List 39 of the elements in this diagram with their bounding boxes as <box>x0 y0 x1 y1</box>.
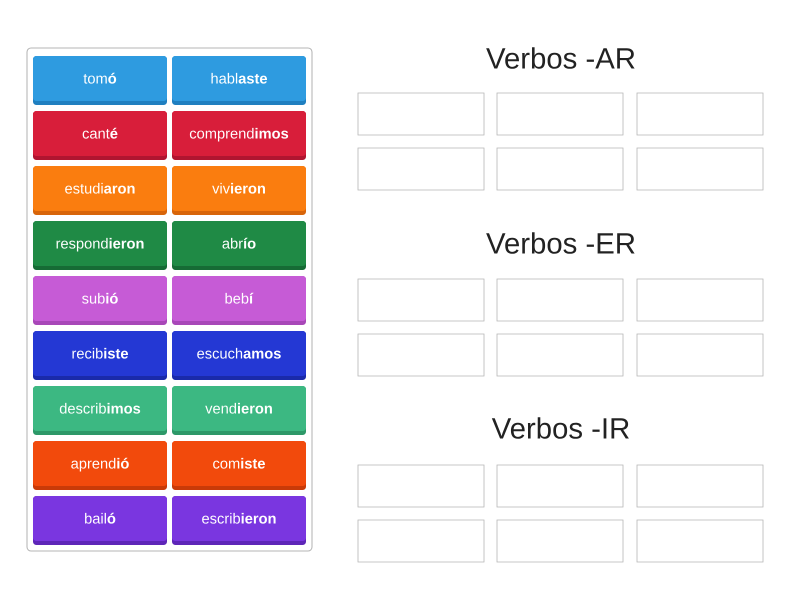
word-tile: respondieron <box>33 221 167 270</box>
word-tile: vivieron <box>172 166 306 215</box>
word-tile: escuchamos <box>172 331 306 380</box>
answer-box <box>636 278 764 322</box>
answer-box <box>358 334 484 376</box>
answer-box <box>358 92 484 136</box>
answer-box <box>358 148 484 190</box>
word-tile: comprendimos <box>172 111 306 160</box>
word-tile: aprendió <box>33 441 167 490</box>
answer-box <box>636 148 764 190</box>
word-tile: escribieron <box>172 496 306 545</box>
word-tile: bailó <box>33 496 167 545</box>
word-tile: tomó <box>33 56 167 105</box>
word-tile: recibiste <box>33 331 167 380</box>
answer-box <box>636 334 764 376</box>
word-tile: estudiaron <box>33 166 167 215</box>
answer-box <box>496 92 624 136</box>
answer-box <box>358 464 484 508</box>
group-heading: Verbos -AR <box>486 47 635 69</box>
answer-box <box>636 520 764 562</box>
answer-box <box>496 334 624 376</box>
answer-box <box>636 92 764 136</box>
answer-box <box>358 278 484 322</box>
answer-box <box>496 278 624 322</box>
word-tile: vendieron <box>172 386 306 435</box>
word-tile: comiste <box>172 441 306 490</box>
word-tile: hablaste <box>172 56 306 105</box>
answer-box <box>496 148 624 190</box>
word-tile: canté <box>33 111 167 160</box>
group-heading: Verbos -IR <box>492 417 629 439</box>
answer-box <box>636 464 764 508</box>
answer-box <box>496 520 624 562</box>
word-tile: subió <box>33 276 167 325</box>
answer-box <box>358 520 484 562</box>
group-heading: Verbos -ER <box>486 232 635 254</box>
word-tile: describimos <box>33 386 167 435</box>
answer-box <box>496 464 624 508</box>
word-tile: abrío <box>172 221 306 270</box>
word-tile: bebí <box>172 276 306 325</box>
